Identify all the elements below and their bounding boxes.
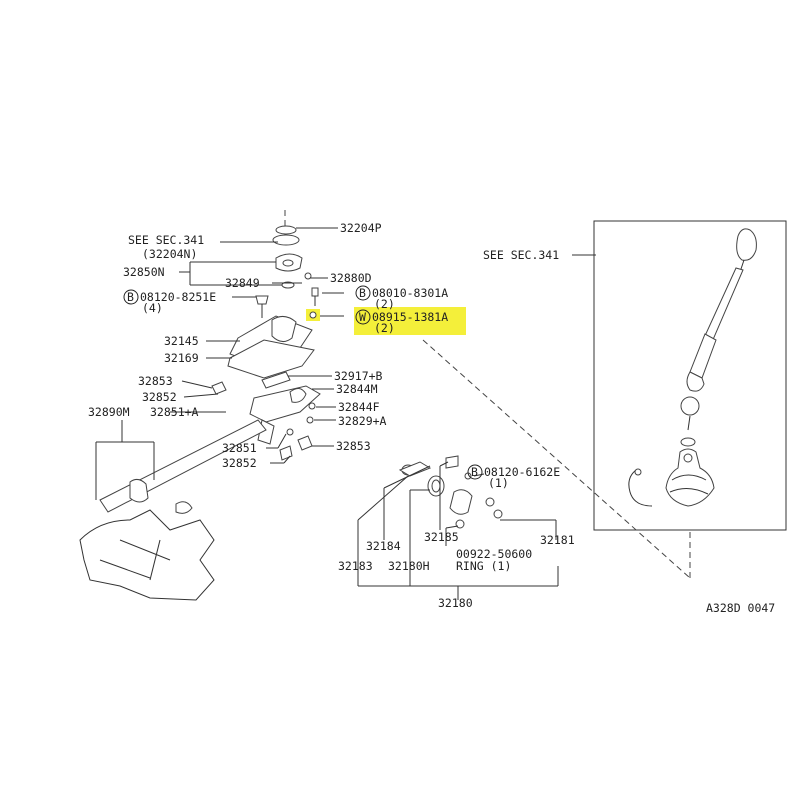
bolt-symbol-3: B [471,465,478,479]
part-32145: 32145 [164,334,199,348]
leader-lines [95,227,559,600]
part-32184: 32184 [366,539,401,553]
shifter-assembly-illustration [79,225,321,601]
part-32183: 32183 [338,559,373,573]
part-32890M: 32890M [88,405,130,419]
qty-1: (1) [488,476,509,490]
ring-qty: RING (1) [456,559,511,573]
qty-2b: (2) [374,321,395,335]
part-32180H: 32180H [388,559,430,573]
part-32851A: 32851+A [150,405,199,419]
part-32181: 32181 [540,533,575,547]
see-sec-right-label: SEE SEC.341 [483,248,559,262]
see-sec-left-label: SEE SEC.341 [128,233,204,247]
washer-symbol: W [359,310,366,324]
part-32852-b: 32852 [222,456,257,470]
part-32204P: 32204P [340,221,382,235]
inset-box [593,220,787,531]
shift-lever-illustration [628,228,757,507]
part-32850N: 32850N [123,265,165,279]
part-32844F: 32844F [338,400,380,414]
part-32849: 32849 [225,276,260,290]
part-32917B: 32917+B [334,369,383,383]
bolt-symbol-2: B [359,286,366,300]
part-08120-6162E: 08120-6162E [484,465,560,479]
part-32880D: 32880D [330,271,372,285]
qty-2a: (2) [374,297,395,311]
part-08010-8301A: 08010-8301A [372,286,448,300]
figure-code: A328D 0047 [706,601,775,615]
highlight-08915-1381A [354,307,466,335]
part-32851: 32851 [222,441,257,455]
part-00922-50600: 00922-50600 [456,547,532,561]
part-08915-1381A: 08915-1381A [372,310,448,324]
part-32180: 32180 [438,596,473,610]
part-08120-8251E: 08120-8251E [140,290,216,304]
part-32852-a: 32852 [142,390,177,404]
part-32185: 32185 [424,530,459,544]
bolt-symbol-1: B [127,290,134,304]
part-32853-a: 32853 [138,374,173,388]
part-32853-b: 32853 [336,439,371,453]
part-32829A: 32829+A [338,414,387,428]
see-sec-left-sub: (32204N) [142,247,197,261]
part-32844M: 32844M [336,382,378,396]
part-32169: 32169 [164,351,199,365]
qty-4: (4) [142,301,163,315]
